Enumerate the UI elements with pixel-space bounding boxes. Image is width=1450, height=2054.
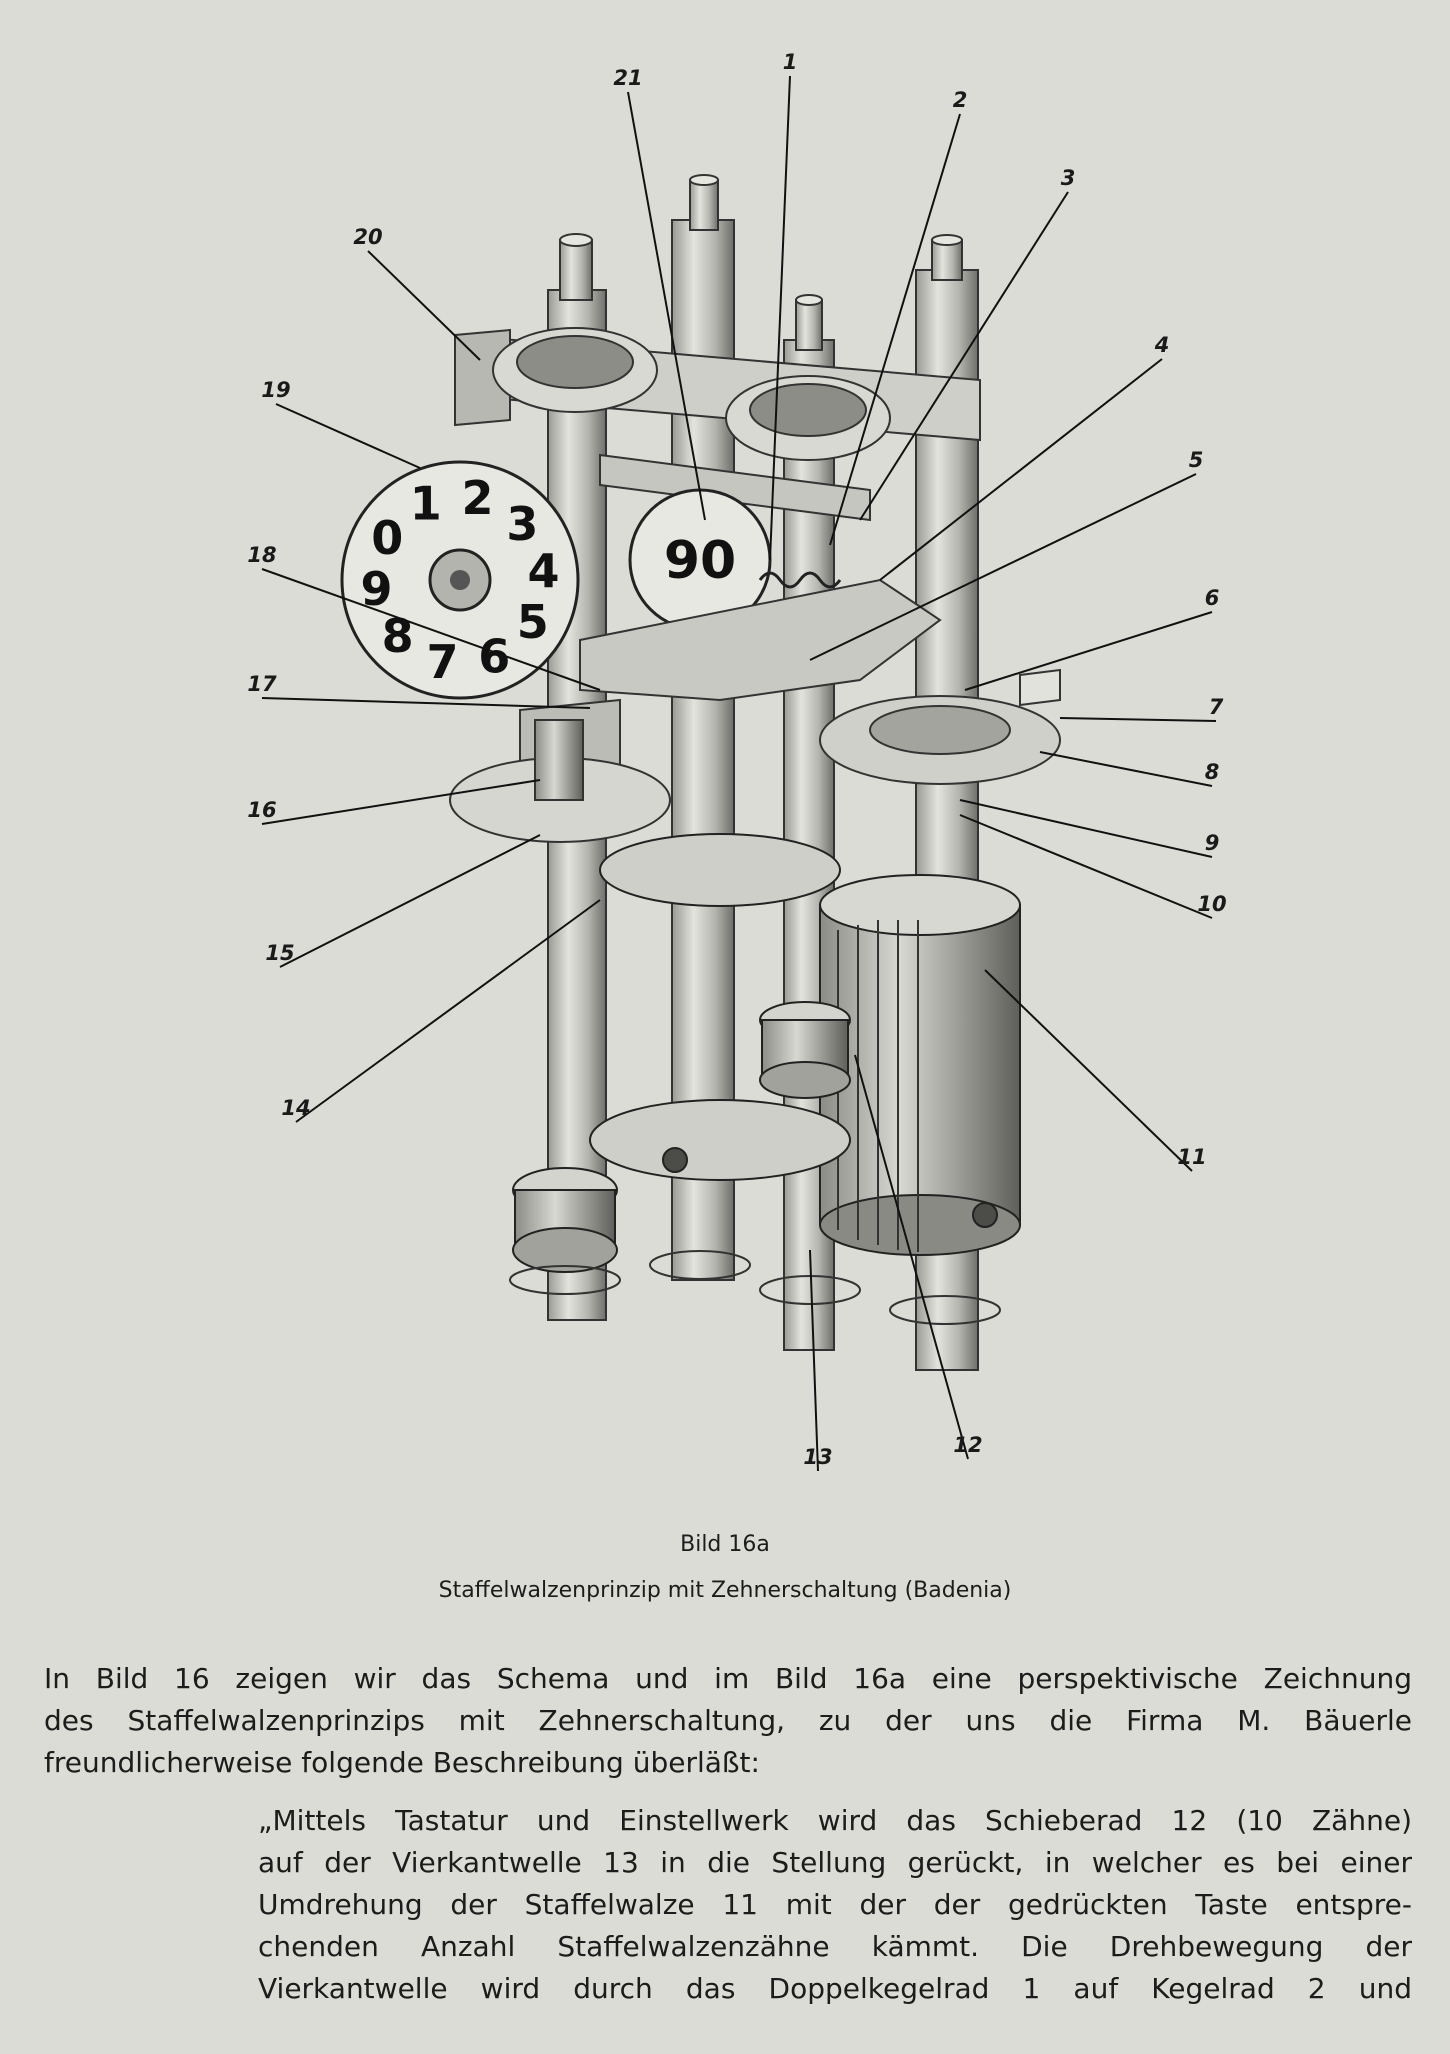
leader-line-3: [859, 191, 1069, 521]
callout-7: 7: [1208, 695, 1224, 719]
quote-line: „Mittels Tastatur und Einstellwerk wird …: [258, 1804, 1412, 1837]
intro-paragraph: In Bild 16 zeigen wir das Schema und im …: [44, 1658, 1412, 1784]
leader-line-11: [984, 969, 1193, 1172]
figure-caption-subtitle: Staffelwalzenprinzip mit Zehnerschaltung…: [438, 1578, 1012, 1603]
intro-line: In Bild 16 zeigen wir das Schema und im …: [44, 1662, 1412, 1695]
callout-11: 11: [1177, 1145, 1207, 1169]
quote-line: chenden Anzahl Staffelwalzenzähne kämmt.…: [258, 1930, 1412, 1963]
callout-4: 4: [1154, 333, 1170, 357]
dial-digit: 1: [410, 476, 442, 530]
callout-14: 14: [281, 1096, 311, 1120]
lower-gears: [512, 1001, 851, 1273]
dial-digit: 7: [426, 635, 458, 689]
callout-13: 13: [803, 1445, 833, 1469]
leader-line-1: [769, 75, 791, 561]
leader-line-15: [279, 834, 541, 968]
quote-line: Umdrehung der Staffelwalze 11 mit der de…: [258, 1888, 1412, 1921]
leader-line-10: [959, 814, 1213, 919]
leader-line-20: [367, 250, 481, 361]
dial-digit: 0: [371, 511, 403, 565]
leader-line-6: [964, 611, 1213, 691]
callout-8: 8: [1204, 760, 1220, 784]
leader-lines: [261, 75, 1217, 1472]
callout-10: 10: [1197, 892, 1227, 916]
quote-line: Vierkantwelle wird durch das Doppelkegel…: [258, 1972, 1412, 2005]
leader-line-2: [829, 113, 961, 546]
dial-digit: 9: [360, 562, 392, 616]
leader-line-17: [261, 697, 591, 709]
small-dial-digits: 90: [664, 531, 736, 591]
lever-assembly: [579, 571, 1061, 785]
callout-5: 5: [1188, 448, 1204, 472]
tens-gear: [449, 698, 671, 843]
intro-line: freundlicherweise folgende Beschreibung …: [44, 1746, 760, 1779]
leader-line-9: [959, 799, 1213, 858]
callout-16: 16: [247, 798, 277, 822]
quote-line: auf der Vierkantwelle 13 in die Stellung…: [258, 1846, 1412, 1879]
callout-6: 6: [1204, 586, 1220, 610]
stepped-drum: [819, 874, 1021, 1256]
leader-line-4: [879, 358, 1163, 581]
intro-line: des Staffelwalzenprinzips mit Zehnerscha…: [44, 1704, 1412, 1737]
callout-19: 19: [261, 378, 291, 402]
leader-line-5: [809, 473, 1197, 661]
dial-digit: 5: [517, 595, 549, 649]
callout-18: 18: [247, 543, 277, 567]
crown-gears: [492, 327, 891, 461]
callout-1: 1: [782, 50, 798, 74]
callout-2: 2: [952, 88, 968, 112]
callout-12: 12: [953, 1433, 983, 1457]
small-dial: 90: [628, 488, 772, 632]
dial-digit: 4: [527, 544, 559, 598]
leader-line-7: [1059, 717, 1217, 722]
callout-20: 20: [353, 225, 383, 249]
quoted-description: „Mittels Tastatur und Einstellwerk wird …: [258, 1800, 1412, 2010]
collars: [589, 833, 998, 1228]
leader-line-16: [261, 779, 541, 825]
leader-line-14: [295, 899, 601, 1123]
leader-line-19: [275, 403, 421, 469]
dial-digit: 2: [461, 471, 493, 525]
figure-caption-title: Bild 16a: [680, 1532, 770, 1557]
leader-line-21: [627, 91, 706, 521]
callout-17: 17: [247, 672, 277, 696]
callout-9: 9: [1204, 831, 1220, 855]
callout-21: 21: [613, 66, 643, 90]
leader-line-8: [1039, 751, 1213, 787]
leader-line-18: [261, 568, 601, 691]
counting-wheel: [340, 460, 580, 700]
callout-15: 15: [265, 941, 295, 965]
dial-digit: 3: [506, 497, 538, 551]
callout-3: 3: [1060, 166, 1076, 190]
leader-line-12: [854, 1054, 969, 1460]
leader-line-13: [809, 1249, 819, 1472]
